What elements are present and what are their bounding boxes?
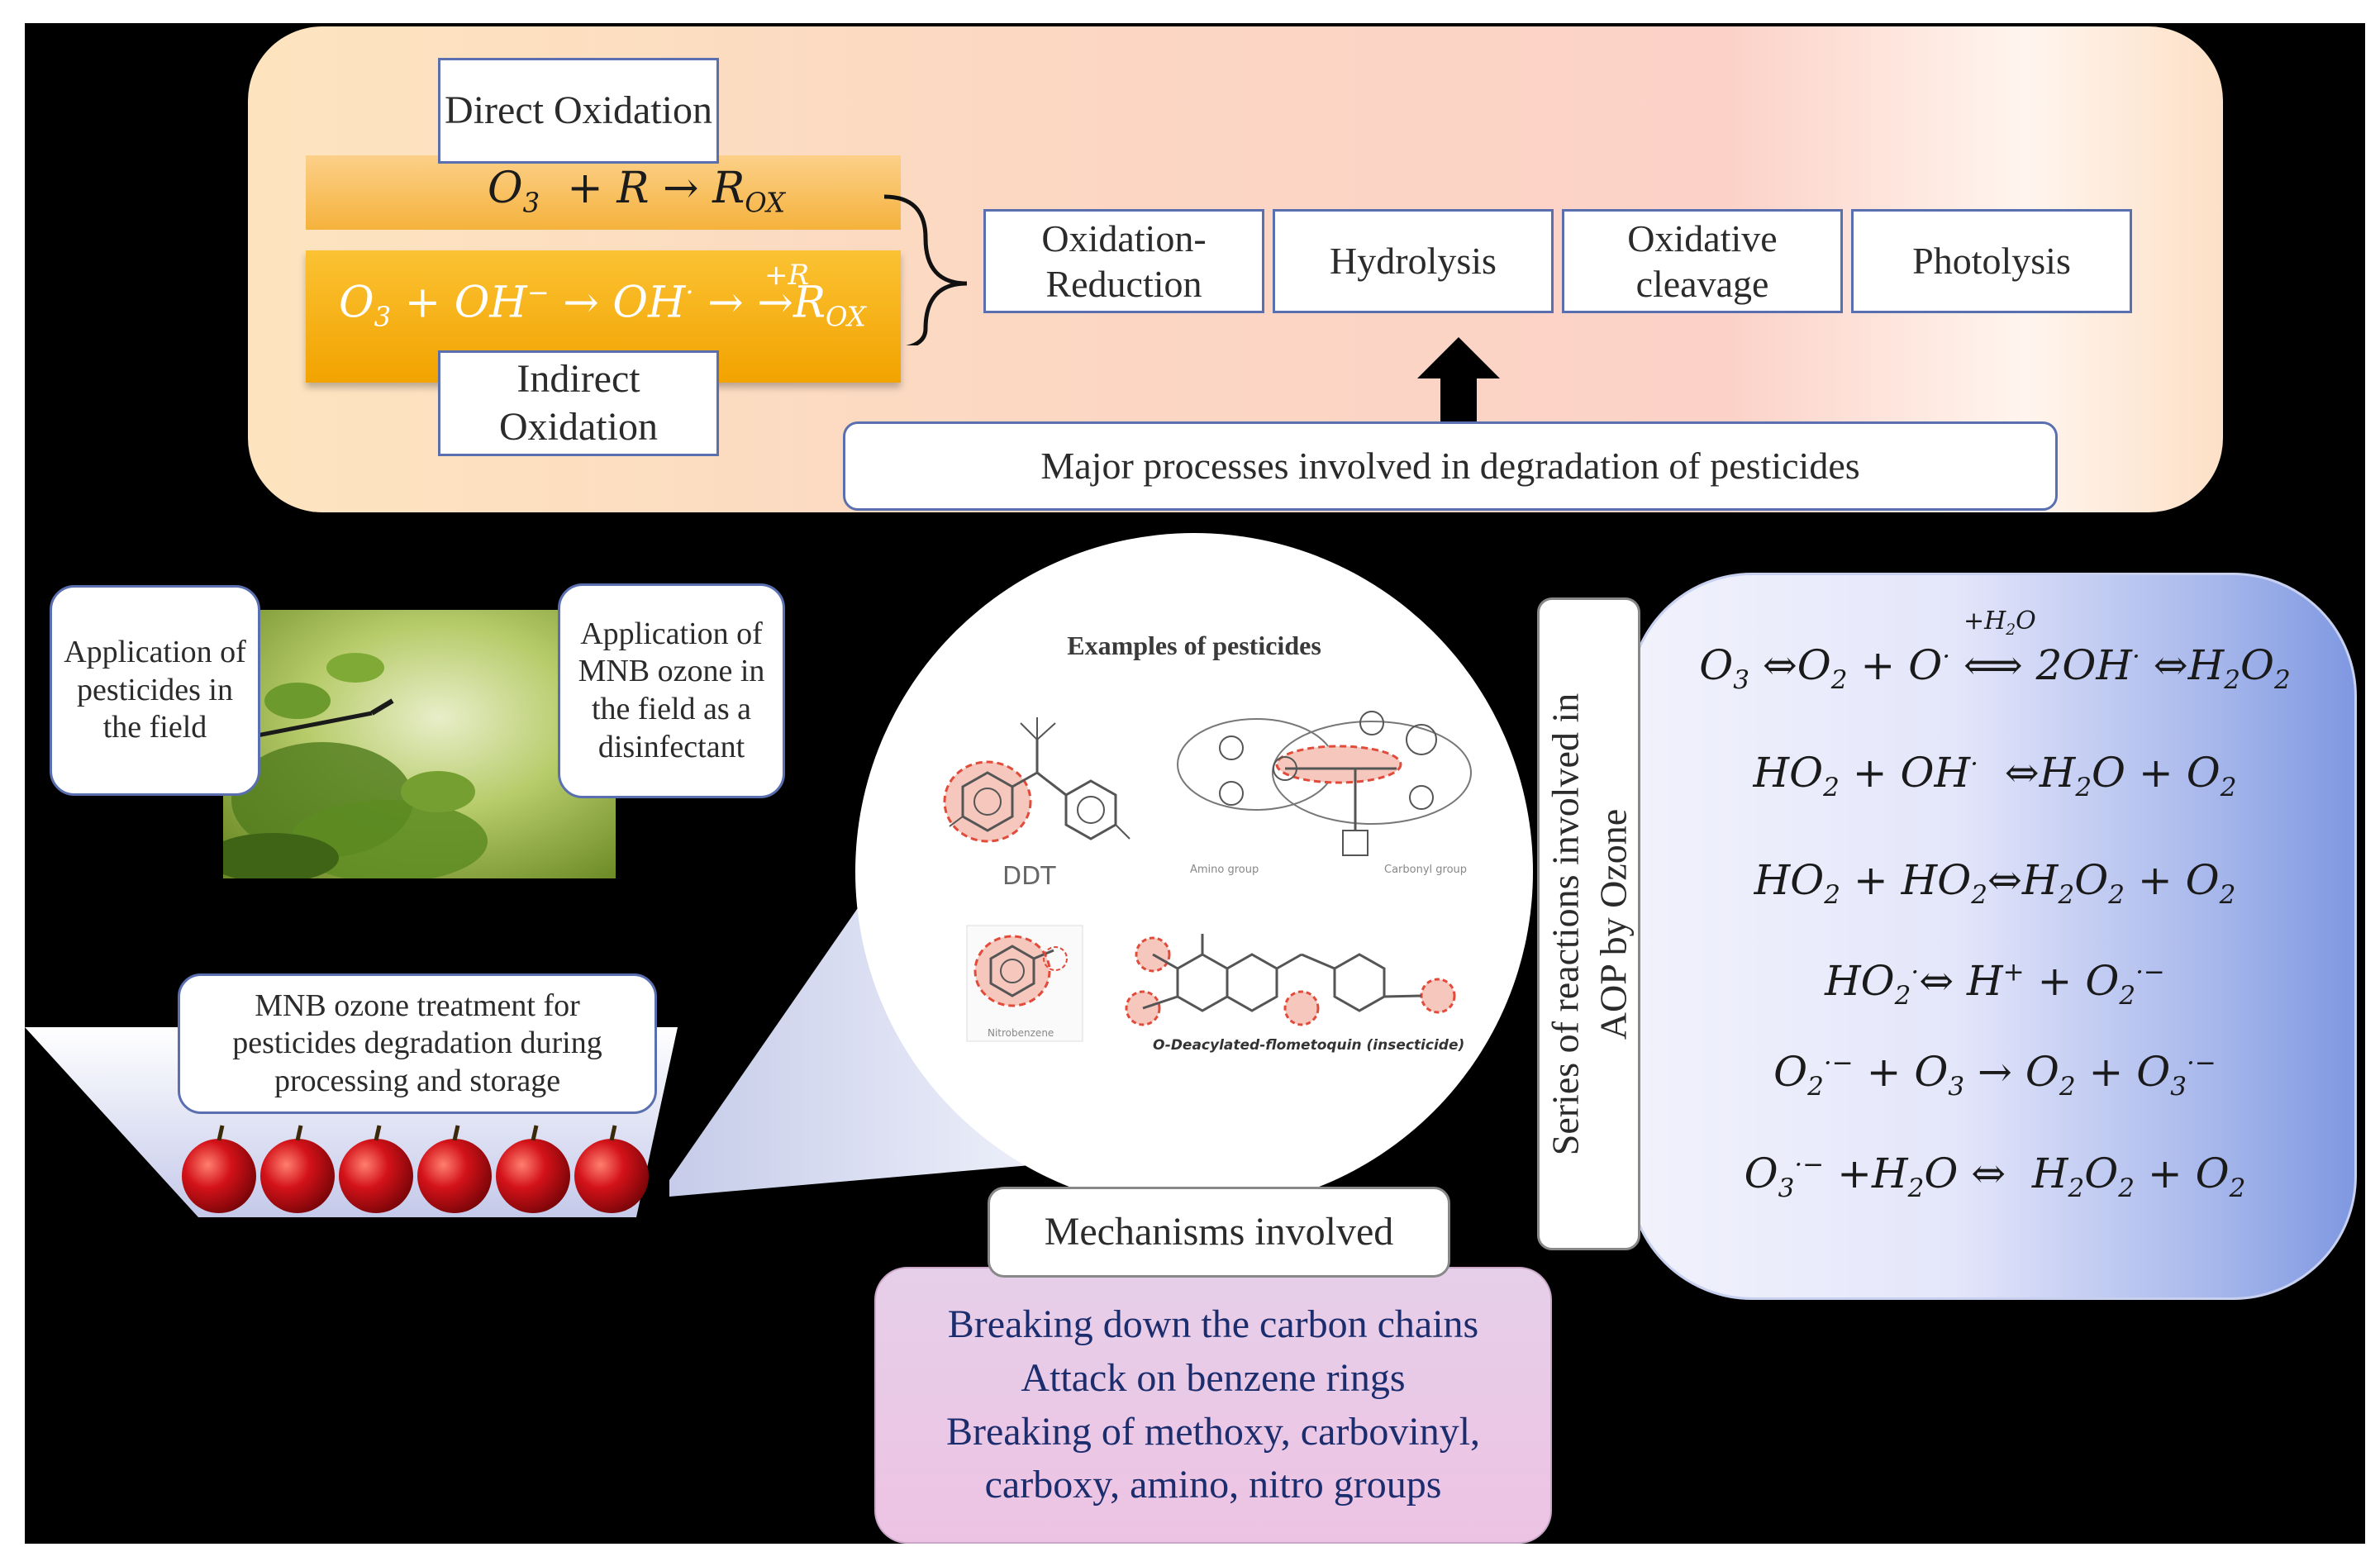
indirect-plus-r-label: +R [764, 259, 810, 292]
mechanism-line: Breaking down the carbon chains [947, 1302, 1479, 1346]
examples-title: Examples of pesticides [1067, 631, 1321, 660]
reaction-3: HO2 + HO2⇔H2O2 + O2 [1754, 856, 2236, 910]
apple-icon [339, 1125, 413, 1213]
direct-oxidation-box: Direct Oxidation [438, 58, 719, 164]
reaction-6: O3·− +H2O ⇔ H2O2 + O2 [1744, 1150, 2246, 1203]
direct-oxidation-title: Direct Oxidation [445, 88, 712, 133]
major-processes-label-box: Major processes involved in degradation … [843, 421, 2058, 511]
mechanisms-box: Breaking down the carbon chains Attack o… [874, 1267, 1552, 1544]
reaction-1: O3 ⇔O2 + O· +H2O⟺ 2OH· ⇔H2O2 [1699, 607, 2291, 695]
process-label: Oxidative cleavage [1627, 217, 1778, 305]
ddt-structure [943, 717, 1130, 843]
apples-row [182, 1125, 649, 1213]
process-box-hydrolysis: Hydrolysis [1273, 209, 1554, 313]
flometoquin-structure [1125, 934, 1456, 1026]
indirect-oxidation-box: Indirect Oxidation [438, 350, 719, 456]
reactions-title-line: AOP by Ozone [1591, 808, 1634, 1040]
storage-treatment-label: MNB ozone treatment for pesticides degra… [232, 988, 602, 1098]
reaction-4: HO2·⇔ H+ + O2·− [1825, 957, 2165, 1011]
apple-icon [182, 1125, 256, 1213]
ddt-label: DDT [1002, 862, 1056, 891]
process-label: Hydrolysis [1330, 240, 1497, 283]
reactions-panel: O3 ⇔O2 + O· +H2O⟺ 2OH· ⇔H2O2 HO2 + OH· ⇔… [1628, 573, 2357, 1300]
process-label: Oxidation-Reduction [1041, 217, 1207, 305]
application-mnb-callout: Application of MNB ozone in the field as… [558, 583, 785, 798]
application-pesticides-callout: Application of pesticides in the field [50, 585, 260, 796]
indirect-oxidation-equation: O3 + OH− → OH· → →ROX [339, 277, 866, 333]
reactions-side-title: Series of reactions involved in AOP by O… [1541, 693, 1636, 1155]
direct-oxidation-equation: O3 + R → ROX [488, 164, 786, 219]
mechanisms-title: Mechanisms involved [1044, 1210, 1394, 1254]
process-label: Photolysis [1912, 240, 2071, 283]
process-box-photolysis: Photolysis [1851, 209, 2132, 313]
carbonyl-group-label: Carbonyl group [1384, 864, 1468, 876]
major-processes-label: Major processes involved in degradation … [1040, 445, 1860, 488]
indirect-oxidation-equation-bar: O3 + OH− → OH· → →ROX +R [306, 250, 901, 383]
up-arrow-icon [1417, 337, 1500, 428]
apple-icon [496, 1125, 570, 1213]
process-box-oxidation-reduction: Oxidation-Reduction [983, 209, 1264, 313]
joining-brace [883, 194, 968, 345]
direct-oxidation-equation-bar: O3 + R → ROX [306, 155, 901, 230]
reaction-5: O2·− + O3 → O2 + O3·− [1773, 1048, 2216, 1102]
apple-icon [260, 1125, 335, 1213]
nitrobenzene-structure [966, 925, 1083, 1042]
flometoquin-label: O-Deacylated-flometoquin (insecticide) [1153, 1037, 1465, 1054]
mechanism-line: Breaking of methoxy, carbovinyl, [945, 1409, 1481, 1454]
diagram-canvas: O3 + R → ROX O3 + OH− → OH· → →ROX +R Di… [25, 23, 2365, 1544]
storage-treatment-label-box: MNB ozone treatment for pesticides degra… [178, 973, 657, 1114]
amino-group-label: Amino group [1190, 864, 1259, 876]
application-pesticides-text: Application of pesticides in the field [64, 635, 246, 745]
mechanisms-title-box: Mechanisms involved [988, 1187, 1450, 1278]
pesticide-examples-card: Examples of pesticides DDT [855, 533, 1533, 1211]
field-plant-photo [223, 610, 616, 878]
indirect-oxidation-title: Indirect Oxidation [499, 357, 658, 449]
mechanism-line: Attack on benzene rings [1021, 1355, 1406, 1400]
reactions-side-title-box: Series of reactions involved in AOP by O… [1537, 597, 1640, 1250]
reactions-title-line: Series of reactions involved in [1544, 693, 1586, 1155]
amino-carbonyl-structure [1177, 711, 1472, 856]
mechanism-line: carboxy, amino, nitro groups [984, 1463, 1442, 1507]
reaction-2: HO2 + OH· ⇔H2O + O2 [1753, 749, 2237, 802]
nitrobenzene-label: Nitrobenzene [988, 1027, 1054, 1039]
apple-icon [417, 1125, 492, 1213]
apple-icon [574, 1125, 649, 1213]
process-box-oxidative-cleavage: Oxidative cleavage [1562, 209, 1843, 313]
application-mnb-text: Application of MNB ozone in the field as… [578, 616, 765, 764]
